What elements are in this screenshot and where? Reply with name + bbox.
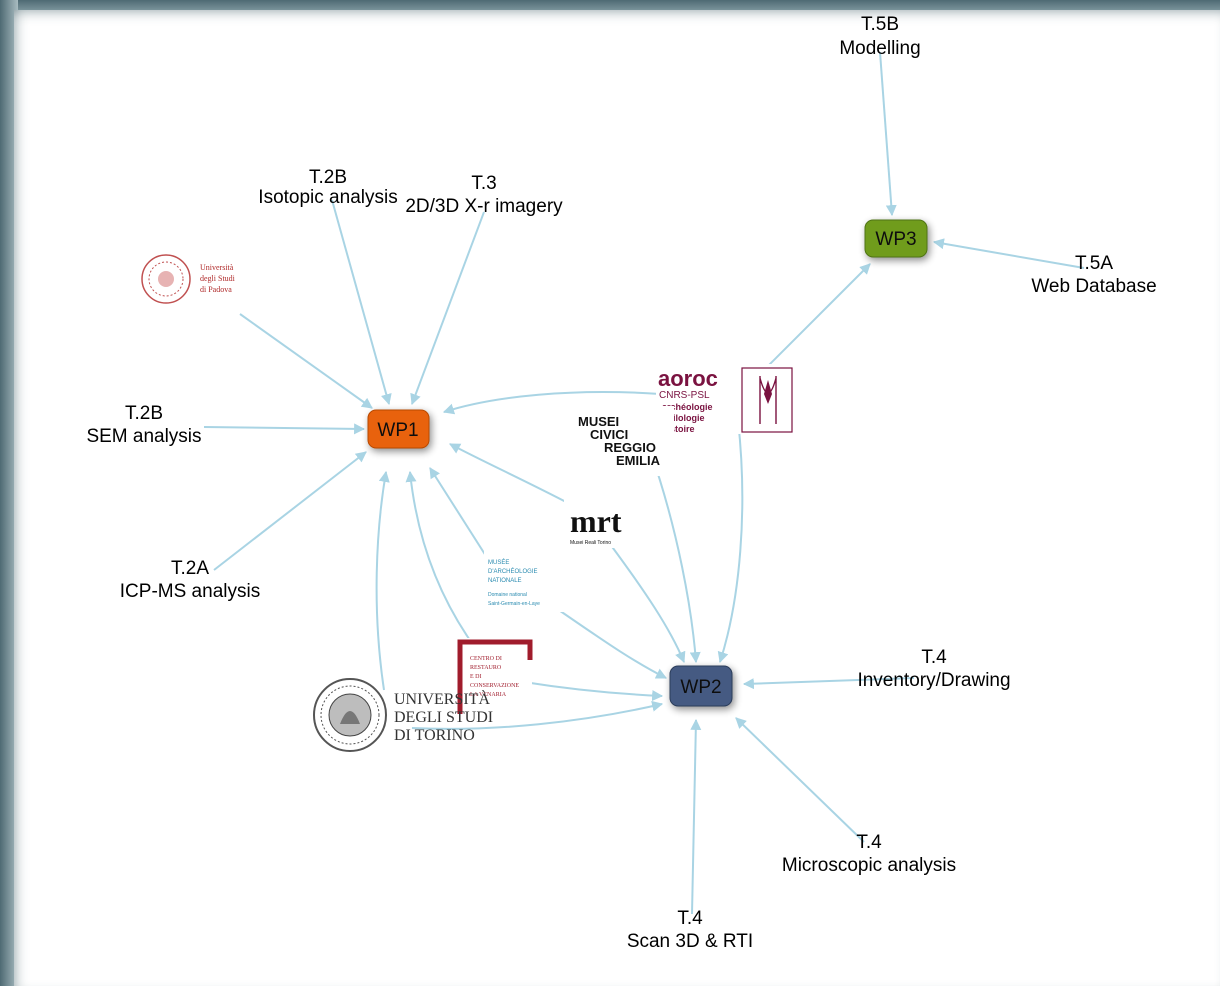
edge-t2b-sem-wp1 xyxy=(203,423,366,435)
edge-t5a-wp3 xyxy=(932,238,1085,269)
task-name: 2D/3D X-r imagery xyxy=(405,196,563,217)
task-t5b: T.5B Modelling xyxy=(839,14,920,59)
man-line-3: NATIONALE xyxy=(488,578,522,584)
edge-ccr-wp1 xyxy=(405,470,475,647)
ccr-line-4: CONSERVAZIONE xyxy=(470,683,519,689)
task-t4-scan: T.4 Scan 3D & RTI xyxy=(627,908,753,952)
man-line-1: MUSÉE xyxy=(488,559,509,566)
ccr-line-3: E DI xyxy=(470,674,482,680)
logo-unito: UNIVERSITÀ DEGLI STUDI DI TORINO xyxy=(313,678,493,752)
edge-t2a-wp1 xyxy=(213,451,367,571)
aoroc-title: aoroc xyxy=(658,366,718,391)
task-name: Scan 3D & RTI xyxy=(627,931,753,952)
ccr-frame-icon xyxy=(457,639,533,714)
logo-aoroc: aoroc CNRS-PSL archéologie philologie hi… xyxy=(656,364,794,434)
musei-line-4: EMILIA xyxy=(616,453,661,468)
node-wp1-label: WP1 xyxy=(377,420,418,441)
task-code: T.2B xyxy=(309,167,347,188)
node-wp2-label: WP2 xyxy=(680,677,721,698)
padova-line-1: Università xyxy=(200,263,234,272)
edge-t3-wp1 xyxy=(410,211,485,406)
logo-ccr-venaria: CENTRO DI RESTAURO E DI CONSERVAZIONE LA… xyxy=(456,638,533,716)
aoroc-emblem-icon xyxy=(741,367,793,433)
edge-padova-wp1 xyxy=(239,313,373,409)
diagram-canvas: Università degli Studi di Padova aoroc C… xyxy=(14,10,1220,986)
edge-t5b-wp3 xyxy=(879,51,897,217)
unito-line-1: UNIVERSITÀ xyxy=(394,689,490,708)
task-name: Web Database xyxy=(1031,276,1156,297)
edge-aoroc-wp1 xyxy=(442,391,661,415)
network-diagram: Università degli Studi di Padova aoroc C… xyxy=(86,14,1156,952)
task-t2b-isotopic: T.2B Isotopic analysis xyxy=(258,167,397,208)
man-line-4: Domaine national xyxy=(488,592,527,598)
task-t2a: T.2A ICP-MS analysis xyxy=(120,558,260,602)
task-code: T.3 xyxy=(471,173,496,194)
edge-ccr-wp2 xyxy=(523,681,664,702)
padova-seal-icon xyxy=(141,254,191,304)
edge-mrt-wp1 xyxy=(449,443,571,505)
task-code: T.2B xyxy=(125,403,163,424)
task-t3: T.3 2D/3D X-r imagery xyxy=(405,173,563,217)
logo-musei-civici: MUSEI CIVICI REGGIO EMILIA xyxy=(566,406,674,476)
task-t4-inventory: T.4 Inventory/Drawing xyxy=(857,647,1010,691)
task-name: Isotopic analysis xyxy=(258,187,397,208)
task-code: T.4 xyxy=(921,647,947,668)
edge-musei-wp2 xyxy=(649,449,701,664)
task-code: T.4 xyxy=(677,908,703,929)
task-code: T.5B xyxy=(861,14,899,35)
task-name: SEM analysis xyxy=(86,426,201,447)
task-name: Microscopic analysis xyxy=(782,855,956,876)
node-wp3-label: WP3 xyxy=(875,229,916,250)
task-name: Modelling xyxy=(839,38,920,59)
task-name: ICP-MS analysis xyxy=(120,581,260,602)
unito-line-3: DI TORINO xyxy=(394,727,475,744)
padova-line-2: degli Studi xyxy=(200,274,236,283)
ccr-line-2: RESTAURO xyxy=(470,665,502,671)
ccr-line-5: LA VENARIA xyxy=(470,692,507,698)
edge-t4-micro-wp2 xyxy=(735,717,865,843)
edge-t4-inv-wp2 xyxy=(742,677,915,690)
node-wp1[interactable]: WP1 xyxy=(367,409,430,449)
aoroc-subtitle: CNRS-PSL xyxy=(659,390,710,401)
aoroc-line-2: philologie xyxy=(662,413,705,423)
window-frame-left xyxy=(0,0,18,986)
task-name: Inventory/Drawing xyxy=(857,670,1010,691)
logo-mrt: mrt Musei Reali Torino xyxy=(564,498,638,548)
edge-aoroc-wp3 xyxy=(755,263,871,379)
musei-line-3: REGGIO xyxy=(604,440,656,455)
node-wp3[interactable]: WP3 xyxy=(864,219,928,258)
mrt-title: mrt xyxy=(570,503,622,539)
edge-mrt-wp2 xyxy=(609,543,686,664)
edge-torino-wp1 xyxy=(375,470,390,691)
unito-line-2: DEGLI STUDI xyxy=(394,709,493,726)
node-wp2[interactable]: WP2 xyxy=(669,665,733,707)
edge-aoroc-wp2 xyxy=(717,419,744,664)
edge-man-wp2 xyxy=(549,603,667,679)
task-t2b-sem: T.2B SEM analysis xyxy=(86,403,201,447)
musei-line-2: CIVICI xyxy=(590,427,628,442)
logo-musee-archeologie: MUSÉE D'ARCHÉOLOGIE NATIONALE Domaine na… xyxy=(484,550,564,612)
logo-padova: Università degli Studi di Padova xyxy=(136,250,248,312)
mrt-subtitle: Musei Reali Torino xyxy=(570,540,611,546)
aoroc-line-1: archéologie xyxy=(662,402,713,412)
edge-torino-wp2 xyxy=(411,700,664,730)
edge-t4-scan-wp2 xyxy=(690,718,702,915)
padova-line-3: di Padova xyxy=(200,285,232,294)
man-line-2: D'ARCHÉOLOGIE xyxy=(488,568,538,575)
musei-line-1: MUSEI xyxy=(578,414,619,429)
task-t4-microscopic: T.4 Microscopic analysis xyxy=(782,832,956,876)
task-code: T.4 xyxy=(856,832,882,853)
task-code: T.5A xyxy=(1075,253,1113,274)
ccr-line-1: CENTRO DI xyxy=(470,656,502,662)
task-code: T.2A xyxy=(171,558,209,579)
aoroc-line-3: histoire xyxy=(662,424,695,434)
edge-t2b-iso-wp1 xyxy=(331,199,392,406)
man-line-5: Saint-Germain-en-Laye xyxy=(488,601,540,607)
task-t5a: T.5A Web Database xyxy=(1031,253,1156,297)
